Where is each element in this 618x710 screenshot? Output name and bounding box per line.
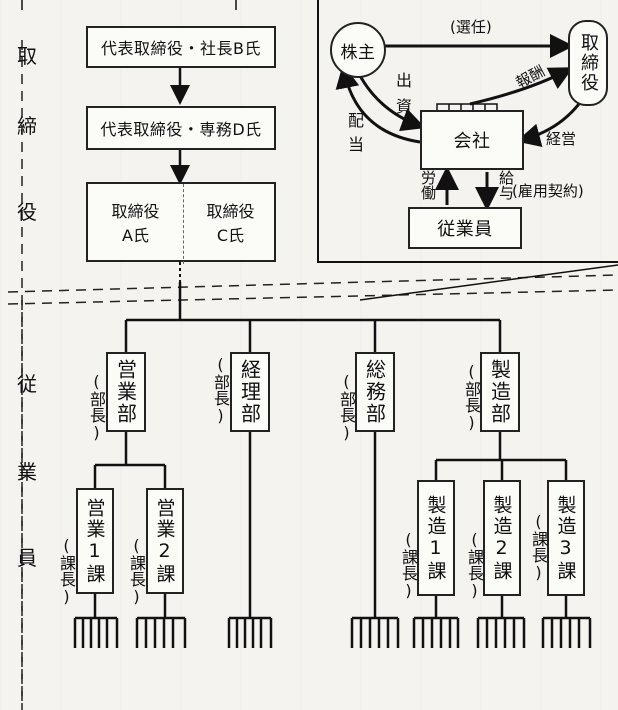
employees-node: 従業員 <box>408 207 522 249</box>
section-mfg-3-label: 製造3課 <box>554 494 577 582</box>
side-label-employees-char-2: 業 <box>17 460 37 484</box>
section-sales-2-head: (課長) <box>127 536 146 606</box>
side-label-employees-char-1: 従 <box>17 372 37 396</box>
dept-accounting-head: (部長) <box>211 355 230 425</box>
director-c: 取締役 C氏 <box>183 184 278 264</box>
president-label: 代表取締役・社長B氏 <box>101 39 261 58</box>
dept-sales-label: 営業部 <box>113 359 138 425</box>
side-label-directors-char-3: 役 <box>17 200 37 224</box>
section-sales-2-box: 営業2課 <box>146 488 184 594</box>
dept-manufacturing-label: 製造部 <box>487 359 512 425</box>
director-a: 取締役 A氏 <box>88 184 184 264</box>
section-mfg-2-head: (課長) <box>465 530 484 600</box>
director-a-name: A氏 <box>122 226 149 245</box>
section-sales-1-head: (課長) <box>57 536 76 606</box>
company-label: 会社 <box>453 131 491 152</box>
dept-accounting-label: 経理部 <box>237 359 262 425</box>
section-sales-1-box: 営業1課 <box>76 488 114 594</box>
dept-accounting-box: 経理部 <box>230 352 270 432</box>
section-mfg-1-box: 製造1課 <box>417 480 455 596</box>
director-a-title: 取締役 <box>111 202 160 221</box>
dept-general-affairs-head: (部長) <box>337 372 356 442</box>
section-mfg-3-head: (課長) <box>529 512 548 582</box>
wages-label: 給与 <box>497 170 515 200</box>
company-node: 会社 <box>420 110 524 170</box>
shareholders-node: 株主 <box>330 22 386 78</box>
dept-general-affairs-box: 総務部 <box>355 352 395 432</box>
director-c-title: 取締役 <box>206 202 255 221</box>
labor-label: 労働 <box>419 170 437 200</box>
president-box: 代表取締役・社長B氏 <box>86 26 276 68</box>
section-mfg-2-box: 製造2課 <box>483 480 521 596</box>
senior-md-box: 代表取締役・専務D氏 <box>86 106 276 150</box>
dept-general-affairs-label: 総務部 <box>362 359 387 425</box>
board-node: 取締役 <box>568 20 608 106</box>
side-label-directors-char-1: 取 <box>17 44 37 68</box>
appointment-label: (選任) <box>450 18 492 36</box>
dept-sales-box: 営業部 <box>106 352 146 432</box>
side-label-employees: 従 業 員 <box>14 368 40 582</box>
dept-manufacturing-box: 製造部 <box>480 352 520 432</box>
section-mfg-1-label: 製造1課 <box>424 494 447 582</box>
board-label: 取締役 <box>578 33 599 93</box>
employees-label: 従業員 <box>437 219 493 240</box>
section-mfg-1-head: (課長) <box>399 530 418 600</box>
side-label-employees-char-3: 員 <box>17 546 37 570</box>
section-sales-2-label: 営業2課 <box>153 497 176 585</box>
employment-contract-label: (雇用契約) <box>512 182 584 200</box>
director-c-name: C氏 <box>216 226 245 245</box>
management-label: 経営 <box>546 130 577 148</box>
section-sales-1-label: 営業1課 <box>83 497 106 585</box>
side-label-directors: 取 締 役 <box>14 40 40 236</box>
senior-md-label: 代表取締役・専務D氏 <box>100 120 262 139</box>
directors-ac-box: 取締役 A氏 取締役 C氏 <box>86 182 278 264</box>
dividend-label: 配当 <box>345 112 364 160</box>
investment-label: 出資 <box>393 72 412 124</box>
section-mfg-2-label: 製造2課 <box>490 494 513 582</box>
shareholders-label: 株主 <box>340 42 376 63</box>
dept-sales-head: (部長) <box>87 372 106 442</box>
section-mfg-3-box: 製造3課 <box>547 480 585 596</box>
dept-manufacturing-head: (部長) <box>462 362 481 432</box>
side-label-directors-char-2: 締 <box>17 114 37 138</box>
